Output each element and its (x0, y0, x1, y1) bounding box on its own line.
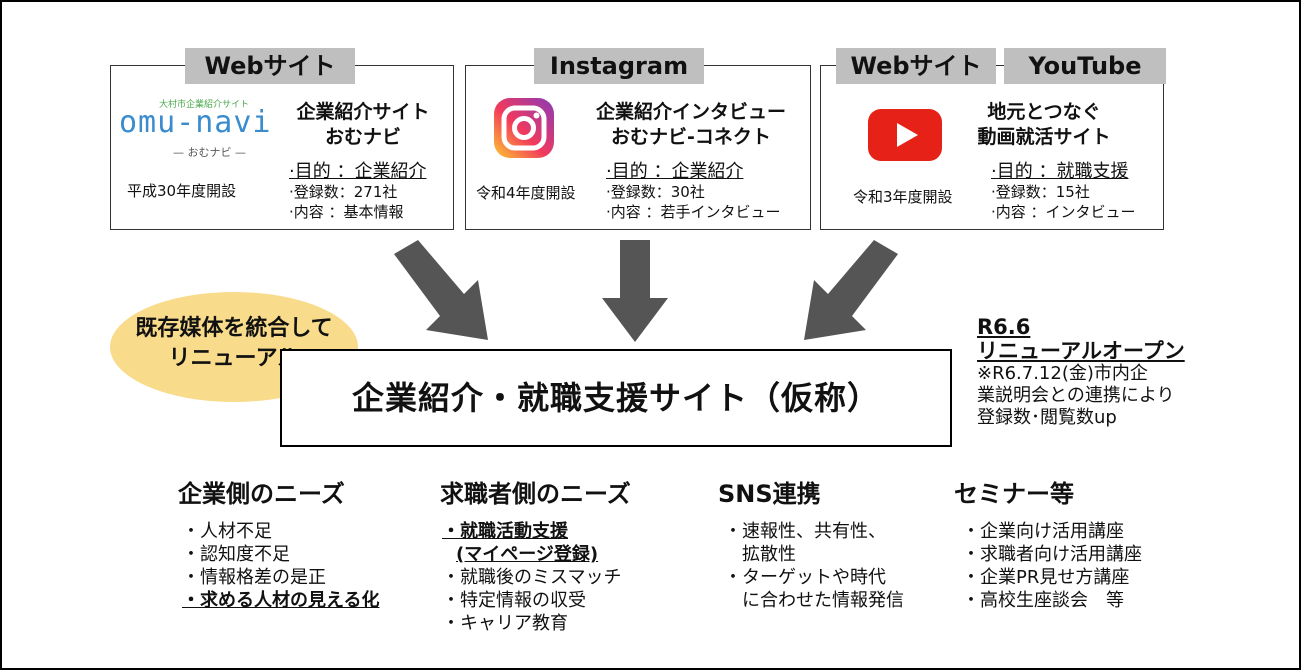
list-item: ・特定情報の収受 (442, 590, 586, 611)
list-item: ・求める人材の見える化 (182, 590, 380, 611)
badge-line-1: 既存媒体を統合して (135, 316, 333, 341)
youtube-icon (868, 109, 942, 161)
list-item: (マイページ登録) (456, 544, 599, 565)
column-title-sns: SNS連携 (718, 480, 821, 508)
media-title: 地元とつなぐ 動画就活サイト (969, 100, 1119, 150)
media-card-omu-navi: 大村市企業紹介サイト omu-navi — おむナビ — 企業紹介サイト おむナ… (110, 65, 454, 230)
renewal-note-line-1: ※R6.7.12(金)市内企 (977, 363, 1148, 384)
media-title-line-1: 企業紹介サイト (296, 101, 430, 123)
opened-year: 令和4年度開設 (476, 184, 576, 202)
renewal-note: R6.6 リニューアルオープン ※R6.7.12(金)市内企 業説明会との連携に… (977, 315, 1185, 429)
column-list-seminars: ・企業向け活用講座 ・求職者向け活用講座 ・企業PR見せ方講座 ・高校生座談会 … (962, 520, 1142, 612)
arrow-down-right-icon (394, 240, 488, 340)
tab-website: Webサイト (185, 48, 355, 84)
list-item: ・求職者向け活用講座 (962, 544, 1142, 565)
media-card-instagram: 企業紹介インタビュー おむナビ-コネクト 令和4年度開設 ·目的 ：企業紹介 ·… (465, 65, 811, 230)
instagram-icon (494, 98, 554, 158)
list-item: ・速報性、共有性、 (724, 521, 886, 542)
media-meta: ·目的 ：企業紹介 ·登録数：30社 ·内容 ：若手インタビュー (606, 162, 781, 222)
column-list-company-needs: ・人材不足 ・認知度不足 ・情報格差の是正 ・求める人材の見える化 (182, 520, 379, 612)
list-item: ・キャリア教育 (442, 613, 568, 634)
purpose-text: ·目的 ：企業紹介 (606, 161, 744, 182)
list-item: ・企業PR見せ方講座 (962, 567, 1130, 588)
registered-count: ·登録数：15社 (991, 183, 1090, 201)
registered-count: ·登録数：271社 (289, 183, 398, 201)
list-item: ・情報格差の是正 (182, 567, 326, 588)
media-title-line-1: 企業紹介インタビュー (595, 101, 786, 123)
list-item: ・就職後のミスマッチ (442, 567, 622, 588)
tab-youtube: YouTube (1004, 48, 1166, 84)
list-item: 拡散性 (742, 544, 796, 565)
renewal-note-line-3: 登録数･閲覧数up (977, 407, 1117, 428)
content-text: ·内容 ：基本情報 (289, 203, 404, 221)
list-item: ・高校生座談会 等 (962, 590, 1124, 611)
list-item: ・企業向け活用講座 (962, 521, 1124, 542)
media-card-youtube: 地元とつなぐ 動画就活サイト 令和3年度開設 ·目的 ：就職支援 ·登録数：15… (820, 65, 1164, 230)
logo-main-text: omu-navi (119, 105, 272, 140)
renewal-label: リニューアルオープン (977, 339, 1185, 363)
list-item: ・人材不足 (182, 521, 272, 542)
media-title-line-2: 動画就活サイト (977, 126, 1111, 148)
list-item: ・認知度不足 (182, 544, 290, 565)
media-title: 企業紹介サイト おむナビ (283, 100, 443, 150)
content-text: ·内容 ：インタビュー (991, 203, 1136, 221)
column-list-jobseeker-needs: ・就職活動支援 (マイページ登録) ・就職後のミスマッチ ・特定情報の収受 ・キ… (442, 520, 621, 635)
media-meta: ·目的 ：企業紹介 ·登録数：271社 ·内容 ：基本情報 (289, 162, 426, 222)
column-title-seminars: セミナー等 (954, 480, 1074, 508)
purpose-text: ·目的 ：企業紹介 (289, 161, 427, 182)
renewal-date: R6.6 (977, 315, 1031, 339)
tab-website: Webサイト (836, 48, 996, 84)
media-title-line-2: おむナビ (324, 126, 401, 148)
tab-instagram: Instagram (534, 48, 704, 84)
main-site-title: 企業紹介・就職支援サイト（仮称） (280, 349, 952, 447)
opened-year: 平成30年度開設 (127, 182, 237, 200)
column-title-jobseeker-needs: 求職者側のニーズ (440, 480, 631, 508)
list-item: に合わせた情報発信 (742, 590, 904, 611)
badge-line-2: リニューアル (168, 346, 300, 371)
media-meta: ·目的 ：就職支援 ·登録数：15社 ·内容 ：インタビュー (991, 162, 1136, 222)
media-title: 企業紹介インタビュー おむナビ-コネクト (578, 100, 804, 150)
column-title-company-needs: 企業側のニーズ (178, 480, 345, 508)
logo-sub-text: — おむナビ — (173, 146, 246, 159)
arrow-down-left-icon (804, 240, 898, 340)
list-item: ・ターゲットや時代 (724, 567, 886, 588)
media-title-line-1: 地元とつなぐ (987, 101, 1101, 123)
list-item: ・就職活動支援 (442, 521, 568, 542)
registered-count: ·登録数：30社 (606, 183, 705, 201)
renewal-note-line-2: 業説明会との連携により (977, 385, 1175, 406)
opened-year: 令和3年度開設 (853, 188, 953, 206)
media-title-line-2: おむナビ-コネクト (611, 126, 771, 148)
logo-small-text: 大村市企業紹介サイト (159, 100, 250, 110)
content-text: ·内容 ：若手インタビュー (606, 203, 781, 221)
purpose-text: ·目的 ：就職支援 (991, 161, 1129, 182)
arrow-down-icon (602, 240, 668, 342)
column-list-sns: ・速報性、共有性、 拡散性 ・ターゲットや時代 に合わせた情報発信 (724, 520, 904, 612)
